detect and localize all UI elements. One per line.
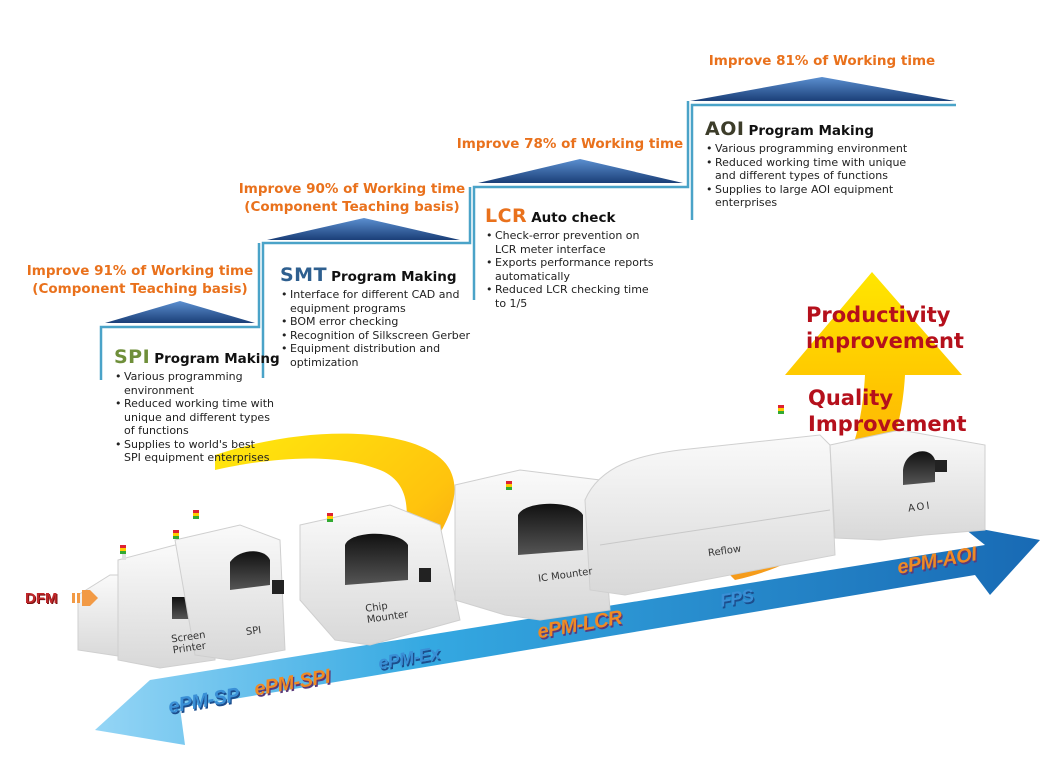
bullet: Equipment distribution and optimization xyxy=(280,342,470,369)
machine-reflow xyxy=(584,405,836,596)
improvement-aoi-line1: Improve 81% of Working time xyxy=(708,53,936,69)
bullet: BOM error checking xyxy=(280,315,470,329)
productivity-line2: improvement xyxy=(806,329,964,353)
improvement-arrow xyxy=(730,272,962,580)
bullet: Reduced working time with unique and dif… xyxy=(114,397,274,438)
label-spi: SPI xyxy=(245,624,263,639)
step-line-spi xyxy=(99,243,261,380)
dfm-label: DFM xyxy=(25,590,58,607)
step-line-lcr xyxy=(472,101,690,300)
machine-spi xyxy=(173,510,286,661)
stage-header-triangle-spi xyxy=(105,301,255,323)
dfm-arrow-icon xyxy=(72,590,98,606)
improvement-smt-line1: Improve 90% of Working time xyxy=(238,181,466,197)
stage-smt-subtitle: Program Making xyxy=(331,269,457,285)
stage-aoi-code: AOI xyxy=(705,118,745,140)
improvement-spi-line2: (Component Teaching basis) xyxy=(32,281,248,297)
productivity-callout: Productivity improvement xyxy=(806,302,964,354)
bullet: Reduced working time with unique and dif… xyxy=(705,156,915,183)
quality-line2: Improvement xyxy=(808,412,967,436)
stage-header-triangle-aoi xyxy=(690,77,955,101)
improvement-lcr: Improve 78% of Working time xyxy=(450,135,690,153)
bullet: Supplies to large AOI equipment enterpri… xyxy=(705,183,915,210)
stage-lcr-code: LCR xyxy=(485,205,528,227)
improvement-spi: Improve 91% of Working time (Component T… xyxy=(20,262,260,298)
step-line-smt xyxy=(261,187,472,378)
improvement-aoi: Improve 81% of Working time xyxy=(702,52,942,70)
bullet: Recognition of Silkscreen Gerber xyxy=(280,329,470,343)
stage-spi-bullets: Various programming environment Reduced … xyxy=(114,370,274,465)
stage-header-triangle-lcr xyxy=(478,159,683,183)
bullet: Exports performance reports automaticall… xyxy=(485,256,660,283)
step-line-aoi xyxy=(690,103,956,220)
bullet: Various programming environment xyxy=(114,370,274,397)
stage-smt-bullets: Interface for different CAD and equipmen… xyxy=(280,288,470,369)
stage-header-triangle-smt xyxy=(267,218,460,240)
bullet: Reduced LCR checking time to 1/5 xyxy=(485,283,660,310)
stage-aoi-bullets: Various programming environment Reduced … xyxy=(705,142,915,210)
machine-aoi xyxy=(829,429,986,541)
machine-ic-mounter xyxy=(454,469,611,621)
improvement-smt: Improve 90% of Working time (Component T… xyxy=(232,180,472,216)
machine-chip-mounter xyxy=(299,504,461,646)
productivity-line1: Productivity xyxy=(806,303,951,327)
bullet: Check-error prevention on LCR meter inte… xyxy=(485,229,660,256)
flow-arrow xyxy=(95,525,1040,745)
improvement-smt-line2: (Component Teaching basis) xyxy=(244,199,460,215)
quality-callout: Quality Improvement xyxy=(808,385,967,437)
improvement-lcr-line1: Improve 78% of Working time xyxy=(456,136,684,152)
stage-lcr-subtitle: Auto check xyxy=(531,210,616,226)
improvement-spi-line1: Improve 91% of Working time xyxy=(26,263,254,279)
stage-lcr-bullets: Check-error prevention on LCR meter inte… xyxy=(485,229,660,310)
quality-line1: Quality xyxy=(808,386,894,410)
stage-spi-code: SPI xyxy=(114,346,151,368)
bullet: Supplies to world's best SPI equipment e… xyxy=(114,438,274,465)
stage-smt-code: SMT xyxy=(280,264,328,286)
stage-spi-subtitle: Program Making xyxy=(154,351,280,367)
step-lines xyxy=(99,101,956,380)
bullet: Various programming environment xyxy=(705,142,915,156)
stage-aoi-subtitle: Program Making xyxy=(748,123,874,139)
bullet: Interface for different CAD and equipmen… xyxy=(280,288,470,315)
